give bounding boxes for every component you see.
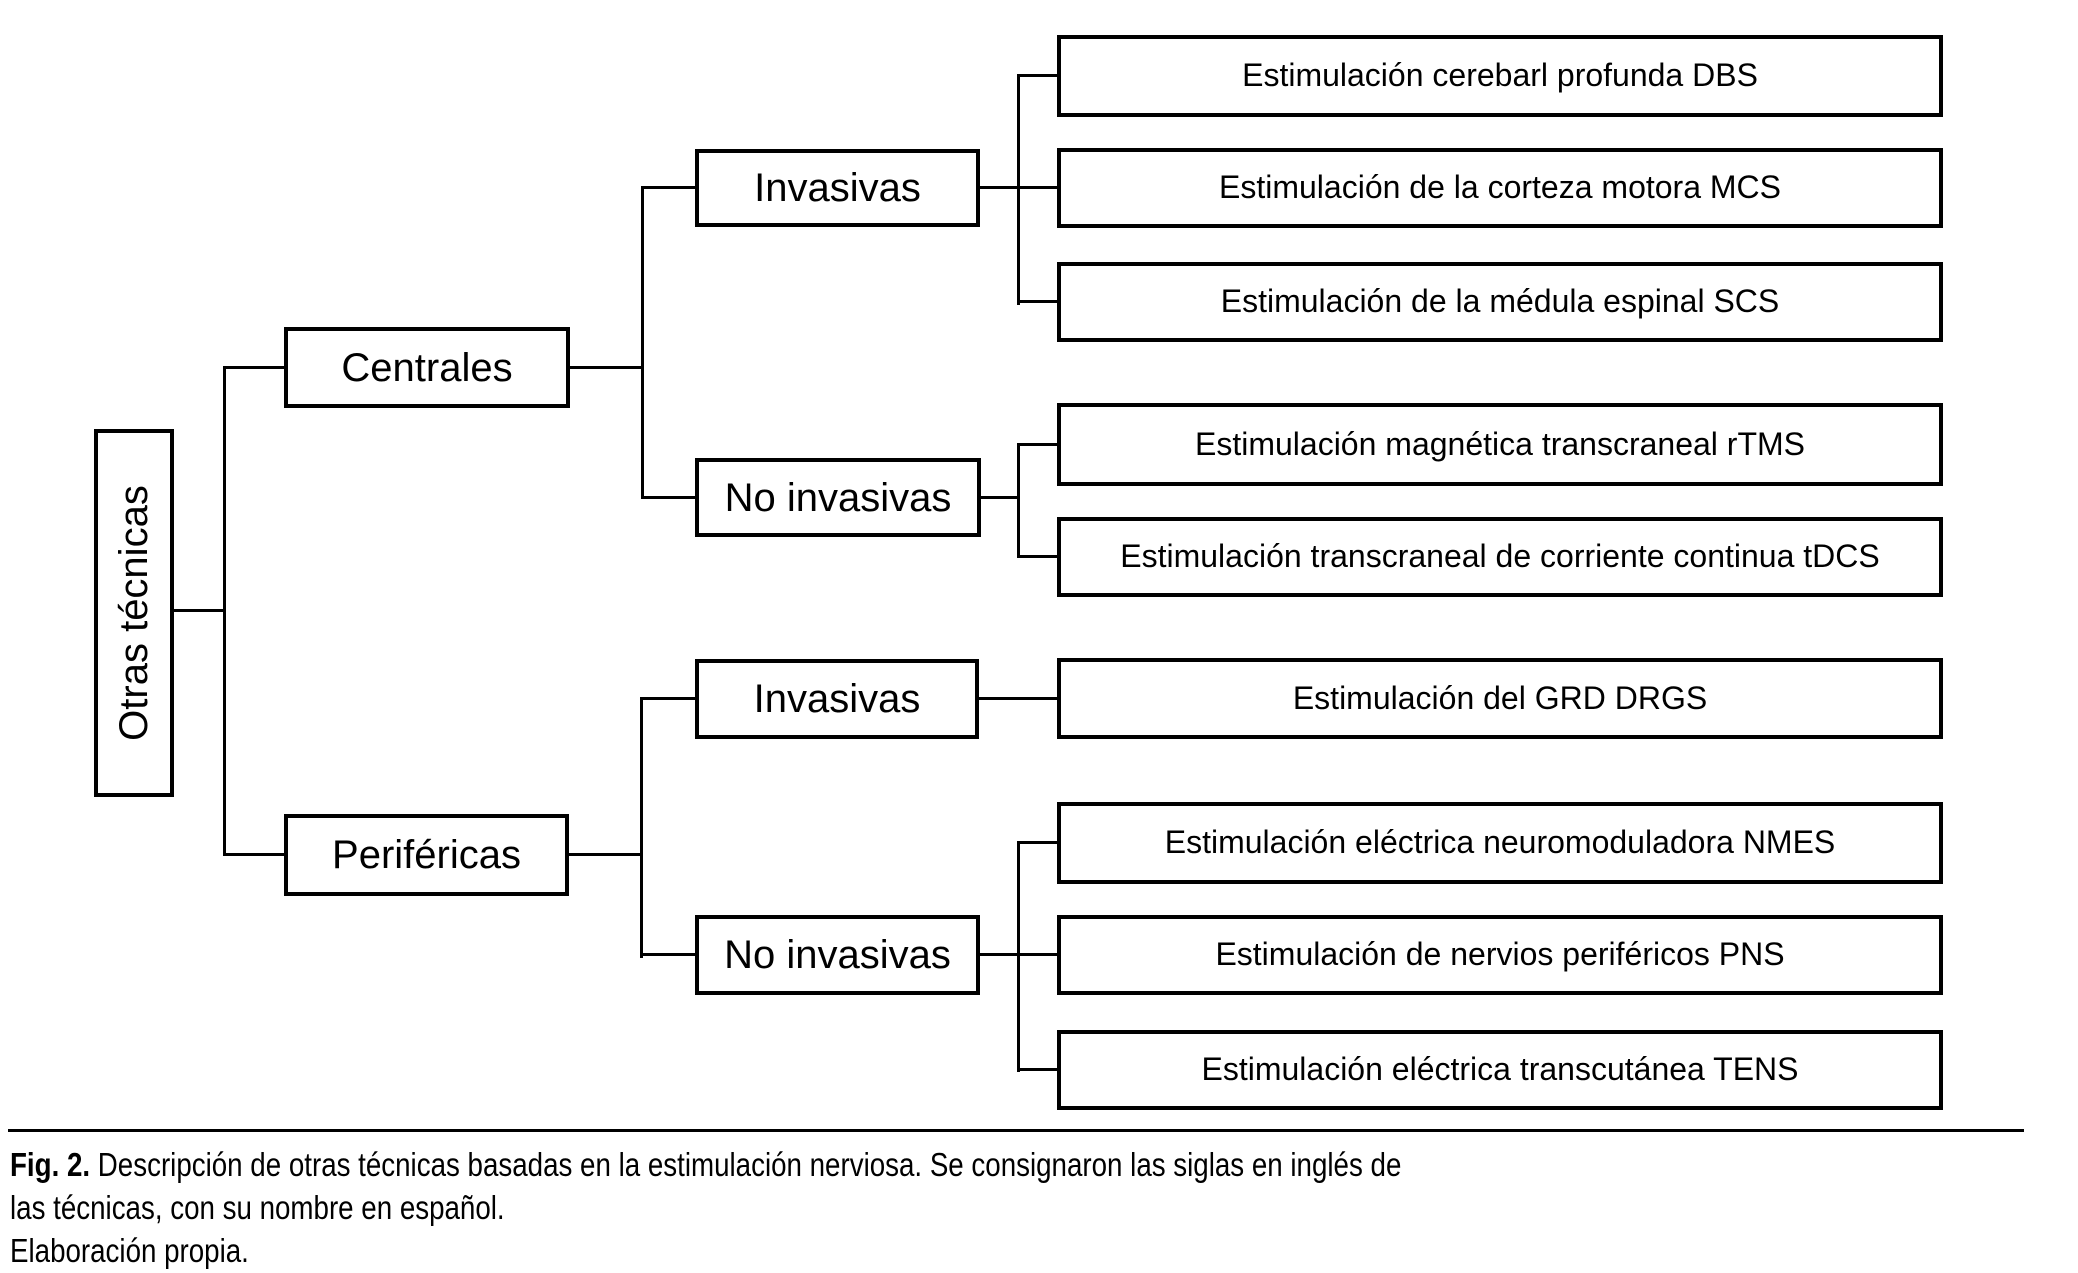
node-centrales-no-invasivas-label: No invasivas xyxy=(724,475,952,520)
connector-line xyxy=(1017,953,1057,956)
node-perifericas-label: Periféricas xyxy=(332,833,521,877)
connector-line xyxy=(223,366,284,369)
connector-line xyxy=(1017,300,1057,303)
leaf-scs: Estimulación de la médula espinal SCS xyxy=(1057,262,1943,342)
leaf-tens: Estimulación eléctrica transcutánea TENS xyxy=(1057,1030,1943,1110)
node-centrales-no-invasivas: No invasivas xyxy=(695,458,981,537)
node-perifericas-invasivas: Invasivas xyxy=(695,659,979,739)
caption-line-1: Fig. 2. Descripción de otras técnicas ba… xyxy=(10,1143,1401,1186)
connector-line xyxy=(980,953,1019,956)
caption-line-3: Elaboración propia. xyxy=(10,1232,249,1269)
caption-divider xyxy=(8,1129,2024,1132)
leaf-nmes-label: Estimulación eléctrica neuromoduladora N… xyxy=(1164,824,1836,861)
connector-line xyxy=(569,853,642,856)
connector-line xyxy=(1017,841,1020,1072)
connector-line xyxy=(980,186,1019,189)
connector-line xyxy=(223,366,226,856)
figure-caption: Fig. 2. Descripción de otras técnicas ba… xyxy=(10,1143,1401,1272)
leaf-dbs: Estimulación cerebarl profunda DBS xyxy=(1057,35,1943,117)
node-perifericas-no-invasivas: No invasivas xyxy=(695,915,980,995)
connector-line xyxy=(1017,186,1057,189)
connector-line xyxy=(981,496,1019,499)
connector-line xyxy=(1017,1068,1057,1071)
node-centrales: Centrales xyxy=(284,327,570,408)
leaf-pns: Estimulación de nervios periféricos PNS xyxy=(1057,915,1943,995)
node-centrales-invasivas: Invasivas xyxy=(695,149,980,227)
node-perifericas: Periféricas xyxy=(284,814,569,896)
leaf-drgs-label: Estimulación del GRD DRGS xyxy=(1292,679,1708,716)
node-otras-tecnicas: Otras técnicas xyxy=(94,429,174,797)
node-centrales-invasivas-label: Invasivas xyxy=(754,166,921,210)
connector-line xyxy=(641,496,695,499)
connector-line xyxy=(640,697,695,700)
connector-line xyxy=(1017,841,1057,844)
leaf-tens-label: Estimulación eléctrica transcutánea TENS xyxy=(1201,1051,1799,1088)
caption-fig-label: Fig. 2. xyxy=(10,1146,91,1183)
leaf-mcs-label: Estimulación de la corteza motora MCS xyxy=(1219,169,1781,206)
leaf-nmes: Estimulación eléctrica neuromoduladora N… xyxy=(1057,802,1943,884)
node-perifericas-no-invasivas-label: No invasivas xyxy=(724,933,951,977)
connector-line xyxy=(979,697,1057,700)
leaf-mcs: Estimulación de la corteza motora MCS xyxy=(1057,148,1943,228)
caption-line-2: las técnicas, con su nombre en español. xyxy=(10,1189,505,1226)
leaf-rtms: Estimulación magnética transcraneal rTMS xyxy=(1057,403,1943,486)
connector-line xyxy=(570,366,643,369)
connector-line xyxy=(1017,74,1020,305)
connector-line xyxy=(641,186,644,499)
leaf-tdcs-label: Estimulación transcraneal de corriente c… xyxy=(1120,538,1880,575)
connector-line xyxy=(640,953,695,956)
connector-line xyxy=(1017,443,1057,446)
connector-line xyxy=(1017,443,1020,558)
leaf-tdcs: Estimulación transcraneal de corriente c… xyxy=(1057,517,1943,597)
leaf-dbs-label: Estimulación cerebarl profunda DBS xyxy=(1242,57,1758,94)
connector-line xyxy=(641,186,695,189)
node-otras-tecnicas-label: Otras técnicas xyxy=(112,485,156,741)
leaf-scs-label: Estimulación de la médula espinal SCS xyxy=(1220,283,1780,320)
leaf-rtms-label: Estimulación magnética transcraneal rTMS xyxy=(1194,425,1805,462)
connector-line xyxy=(1017,74,1057,77)
leaf-drgs: Estimulación del GRD DRGS xyxy=(1057,658,1943,739)
connector-line xyxy=(640,697,643,958)
caption-line-1-text: Descripción de otras técnicas basadas en… xyxy=(90,1146,1402,1183)
node-centrales-label: Centrales xyxy=(341,345,513,390)
connector-line xyxy=(223,853,284,856)
node-perifericas-invasivas-label: Invasivas xyxy=(753,677,921,721)
leaf-pns-label: Estimulación de nervios periféricos PNS xyxy=(1215,936,1785,973)
connector-line xyxy=(174,609,225,612)
connector-line xyxy=(1017,555,1057,558)
